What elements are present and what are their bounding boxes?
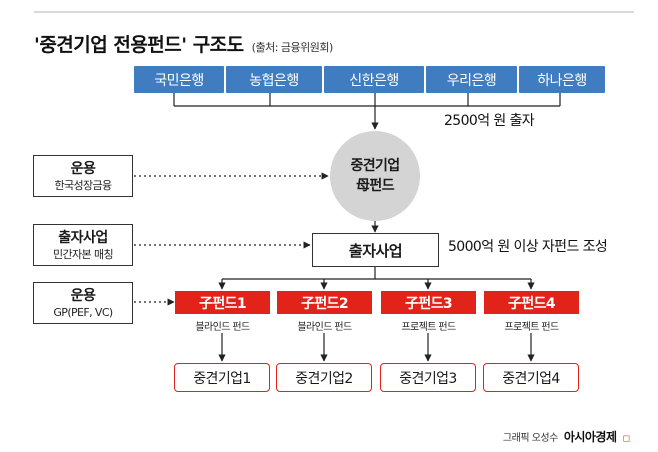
bank-box-kb: 국민은행 bbox=[134, 66, 224, 93]
sme-box-4: 중견기업4 bbox=[483, 363, 579, 392]
credit-line: 그래픽 오성수 아시아경제 ◻ bbox=[503, 428, 630, 445]
bank-box-hana: 하나은행 bbox=[519, 66, 605, 93]
sub-fund-1: 子펀드1 bbox=[175, 291, 270, 314]
sub-fund-2: 子펀드2 bbox=[277, 291, 372, 314]
sub-fund-1-type: 블라인드 펀드 bbox=[195, 322, 250, 333]
investment-project-title: 출자사업 bbox=[58, 229, 108, 246]
operation-sub: 한국성장금융 bbox=[54, 178, 112, 192]
gp-operation-sub: GP(PEF, VC) bbox=[53, 305, 113, 319]
graphic-credit: 그래픽 오성수 bbox=[502, 433, 558, 444]
publisher-logo: 아시아경제 bbox=[563, 430, 617, 444]
investment-project-sub: 민간자본 매칭 bbox=[52, 247, 114, 261]
gp-operation-title: 운용 bbox=[70, 287, 96, 304]
sub-fund-4-type: 프로젝트 펀드 bbox=[504, 322, 559, 333]
investment-project-box: 출자사업 민간자본 매칭 bbox=[33, 224, 133, 266]
bank-box-shinhan: 신한은행 bbox=[324, 66, 424, 93]
title-row: '중견기업 전용펀드' 구조도 (출처: 금융위원회) bbox=[34, 30, 334, 56]
sub-fund-note: 5000억 원 이상 자펀드 조성 bbox=[448, 239, 608, 255]
operation-box: 운용 한국성장금융 bbox=[33, 155, 133, 197]
sub-fund-3-type: 프로젝트 펀드 bbox=[401, 322, 456, 333]
sme-box-3: 중견기업3 bbox=[380, 363, 476, 392]
mother-fund-circle: 중견기업 母펀드 bbox=[330, 131, 420, 221]
bank-box-nh: 농협은행 bbox=[226, 66, 322, 93]
investment-center-box: 출자사업 bbox=[312, 233, 439, 267]
mother-fund-line1: 중견기업 bbox=[350, 158, 400, 174]
operation-title: 운용 bbox=[70, 160, 96, 177]
sub-fund-2-type: 블라인드 펀드 bbox=[297, 322, 352, 333]
bank-investment-note: 2500억 원 출자 bbox=[444, 113, 535, 129]
source-note: (출처: 금융위원회) bbox=[251, 41, 334, 54]
mother-fund-line2: 母펀드 bbox=[356, 178, 395, 194]
sub-fund-4: 子펀드4 bbox=[484, 291, 579, 314]
sub-fund-3: 子펀드3 bbox=[381, 291, 476, 314]
bank-box-woori: 우리은행 bbox=[426, 66, 517, 93]
publisher-mark-icon: ◻ bbox=[622, 434, 630, 444]
page-title: '중견기업 전용펀드' 구조도 bbox=[34, 34, 244, 56]
top-rule bbox=[34, 11, 634, 13]
sme-box-2: 중견기업2 bbox=[276, 363, 372, 392]
gp-operation-box: 운용 GP(PEF, VC) bbox=[33, 282, 133, 324]
sme-box-1: 중견기업1 bbox=[174, 363, 270, 392]
